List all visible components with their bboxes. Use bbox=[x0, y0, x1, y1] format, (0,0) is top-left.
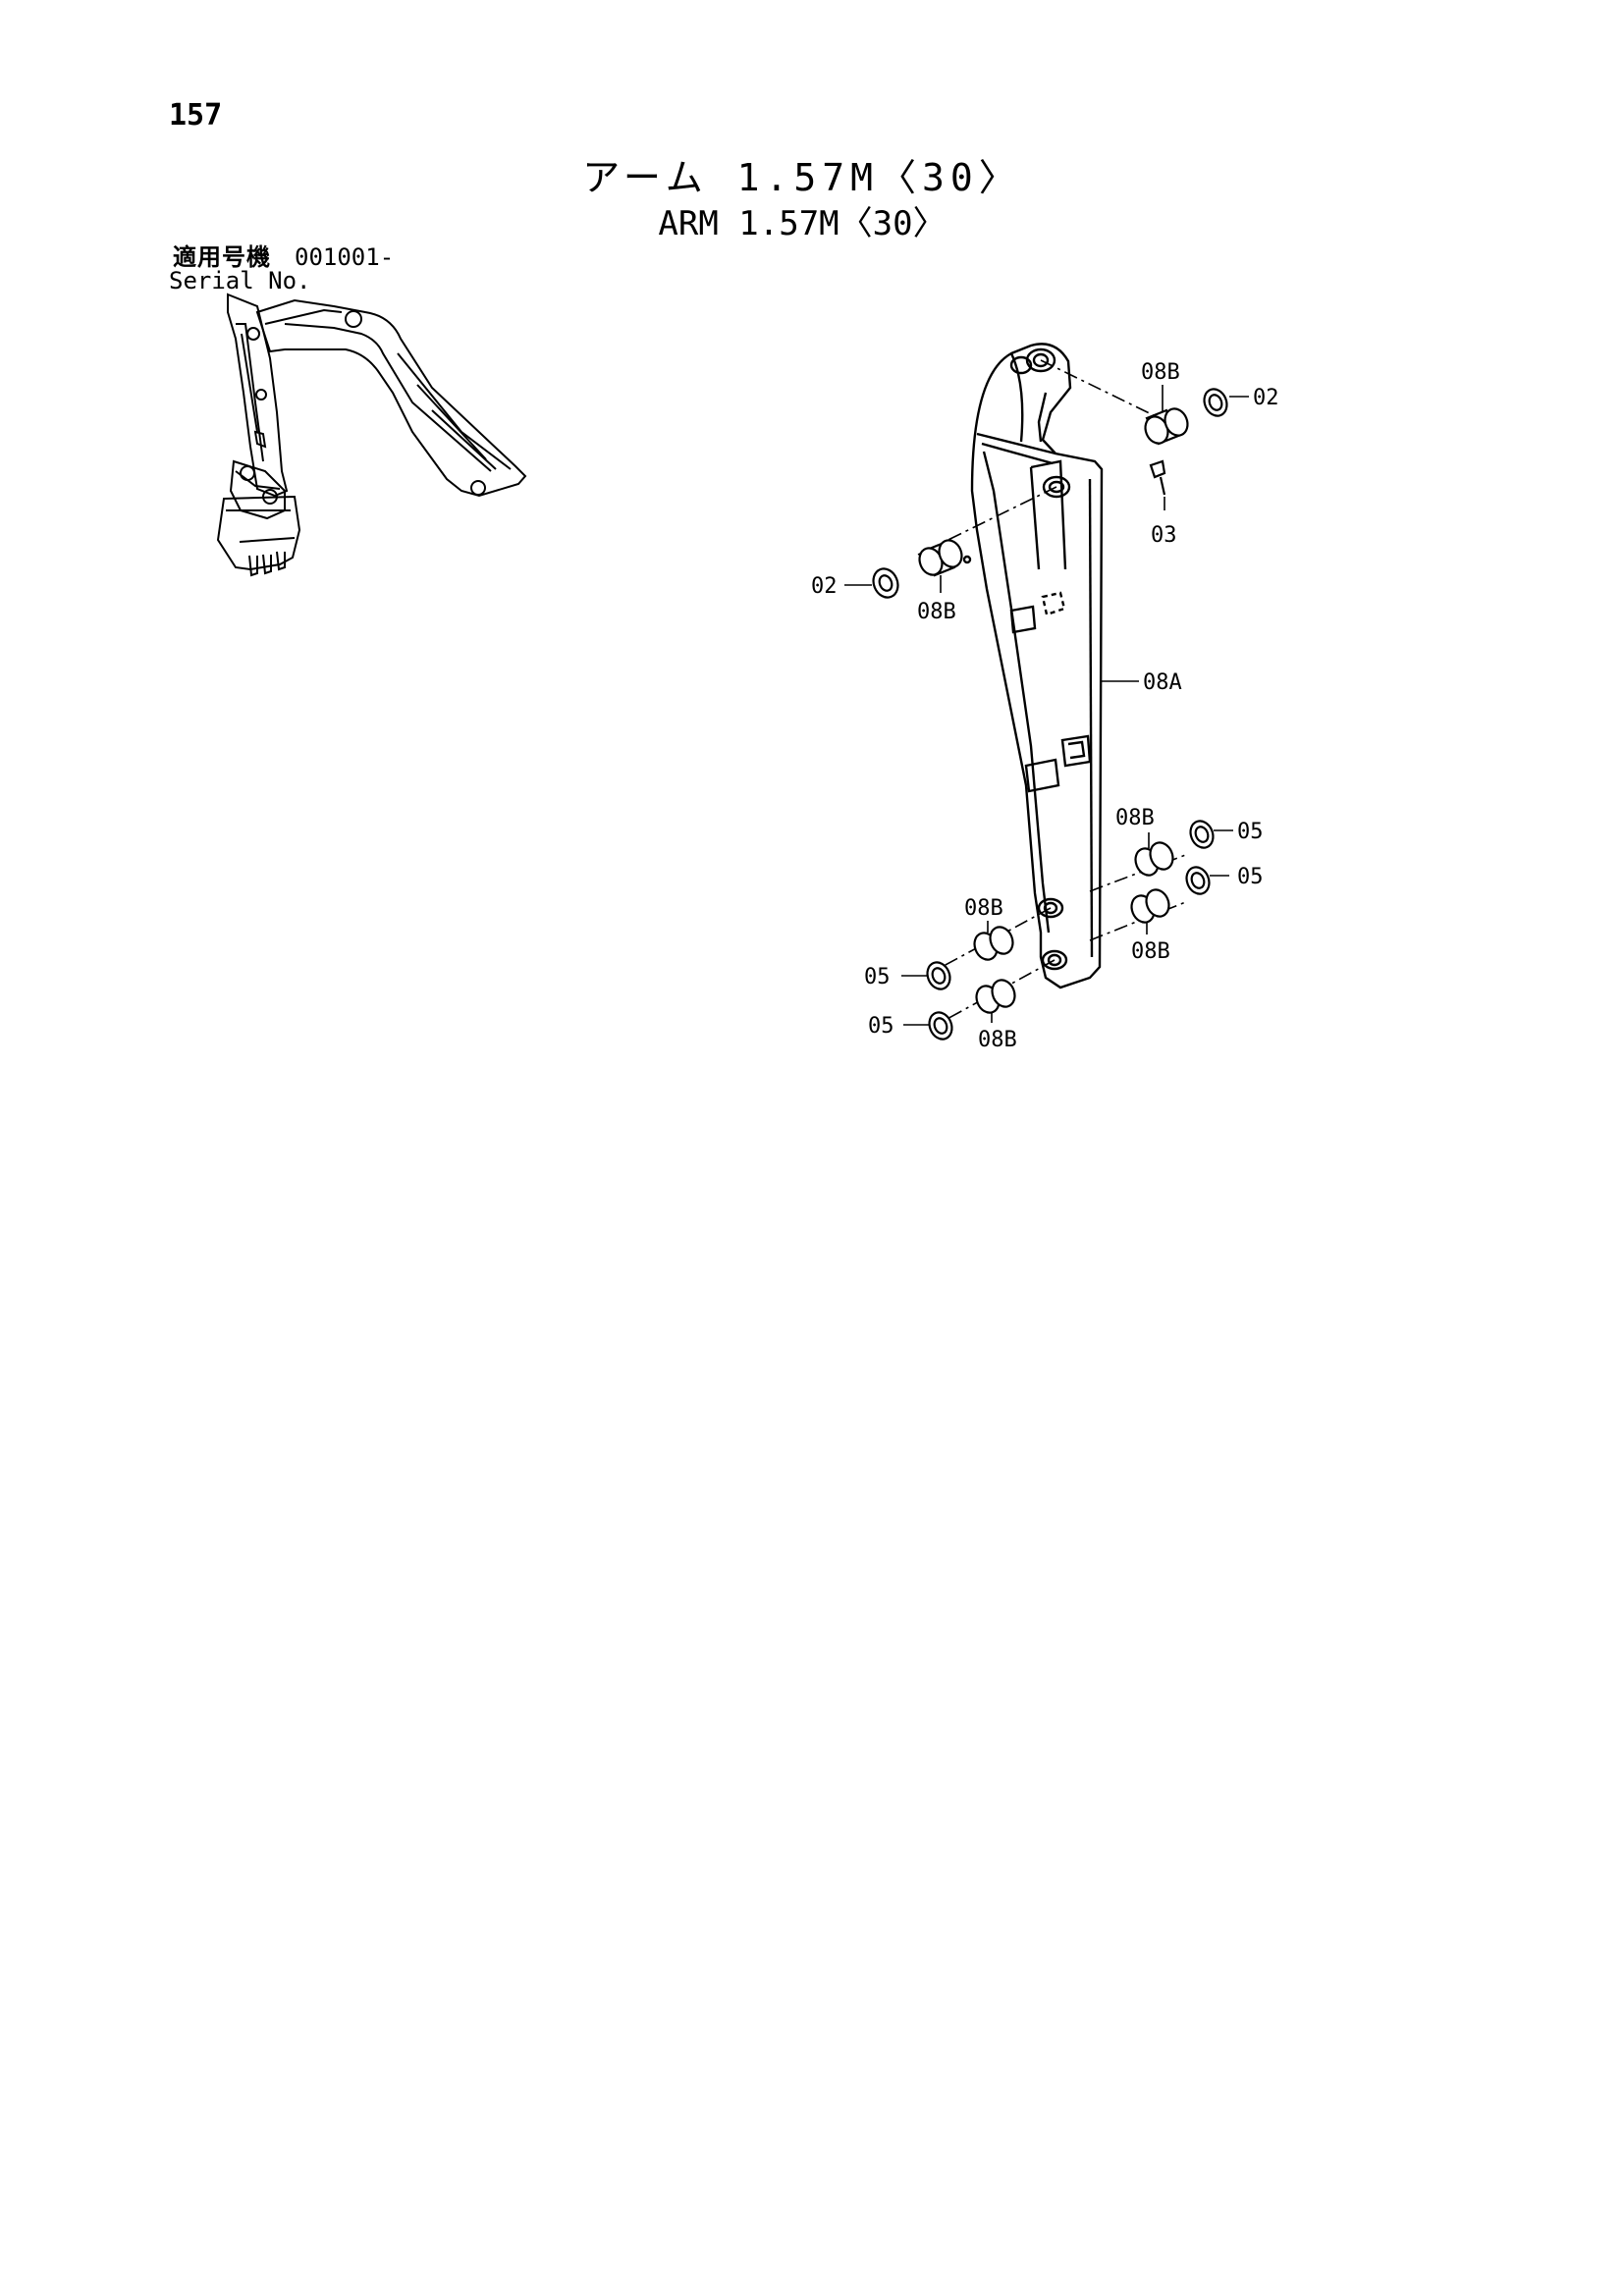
arm-structure-08A bbox=[962, 343, 1104, 989]
serial-value: 001001- bbox=[295, 243, 395, 271]
callout-leader-lines bbox=[844, 385, 1249, 1026]
callout-05-left-upper: 05 bbox=[864, 965, 891, 989]
page-title-english: ARM 1.57M〈30〉 bbox=[658, 204, 947, 243]
callout-08B-right-upper: 08B bbox=[1115, 806, 1155, 830]
callout-03: 03 bbox=[1151, 523, 1177, 548]
callout-08A: 08A bbox=[1143, 670, 1182, 695]
callout-labels: 08B 02 03 02 08B 08A 08B 05 05 08B 08B 0… bbox=[811, 360, 1279, 1052]
serial-label-japanese: 適用号機 bbox=[173, 243, 271, 271]
callout-08B-top: 08B bbox=[1141, 360, 1180, 385]
callout-08B-right-lower: 08B bbox=[1131, 939, 1170, 964]
callout-05-left-lower: 05 bbox=[868, 1014, 894, 1039]
callout-02-right: 02 bbox=[1253, 386, 1279, 410]
callout-08B-left-lower: 08B bbox=[978, 1028, 1017, 1052]
page-title-japanese: アーム 1.57M〈30〉 bbox=[582, 156, 1022, 199]
callout-02-left: 02 bbox=[811, 574, 838, 599]
page-number: 157 bbox=[169, 98, 223, 133]
serial-label-english: Serial No. bbox=[169, 267, 311, 294]
callout-05-right-upper: 05 bbox=[1237, 820, 1264, 844]
callout-08B-left: 08B bbox=[917, 600, 956, 624]
callout-05-right-lower: 05 bbox=[1237, 865, 1264, 889]
excavator-thumbnail-illustration bbox=[216, 293, 527, 577]
serial-info: 適用号機 001001- Serial No. bbox=[169, 243, 395, 293]
callout-08B-left-upper: 08B bbox=[964, 896, 1003, 921]
parts-components bbox=[872, 388, 1228, 1041]
